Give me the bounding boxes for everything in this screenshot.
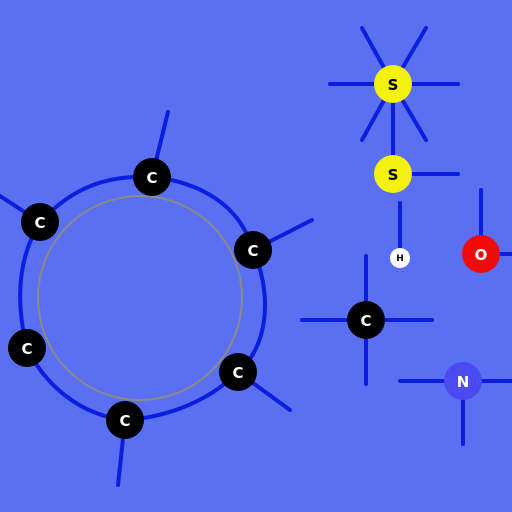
atom-label: H	[396, 254, 404, 264]
atom-circle	[219, 353, 257, 391]
atom-circle	[374, 155, 412, 193]
atom-carbon: C	[106, 401, 144, 439]
atom-label: S	[388, 76, 399, 94]
ring-bond	[18, 220, 42, 350]
atom-carbon: C	[234, 231, 272, 269]
atom-label: S	[388, 166, 399, 184]
atom-label: C	[119, 412, 130, 430]
atom-circle	[390, 248, 410, 268]
atom-circle	[133, 158, 171, 196]
atom-label: C	[146, 169, 157, 187]
atom-carbon: C	[347, 301, 385, 339]
atom-oxygen: O	[462, 235, 500, 273]
atom-nitrogen: N	[444, 362, 482, 400]
atom-carbon: C	[219, 353, 257, 391]
atom-circle	[444, 362, 482, 400]
atom-circle	[234, 231, 272, 269]
atom-sulfur: S	[374, 155, 412, 193]
atom-circle	[374, 65, 412, 103]
atom-circle	[462, 235, 500, 273]
atom-sulfur: S	[374, 65, 412, 103]
atom-label: C	[232, 364, 243, 382]
atom-label: N	[457, 373, 470, 391]
atom-label: C	[247, 242, 258, 260]
atom-hydrogen: H	[390, 248, 410, 268]
atom-label: C	[21, 340, 32, 358]
atom-label: O	[475, 246, 488, 264]
aromatic-ring-circle	[37, 195, 243, 401]
atom-circle	[8, 329, 46, 367]
atom-circle	[106, 401, 144, 439]
atom-circle	[347, 301, 385, 339]
atoms-layer: C C C C C C S S H O C N	[8, 65, 500, 439]
atom-label: C	[34, 214, 45, 232]
atom-circle	[21, 203, 59, 241]
atom-carbon: C	[133, 158, 171, 196]
atom-label: C	[360, 312, 371, 330]
atom-carbon: C	[8, 329, 46, 367]
atom-carbon: C	[21, 203, 59, 241]
